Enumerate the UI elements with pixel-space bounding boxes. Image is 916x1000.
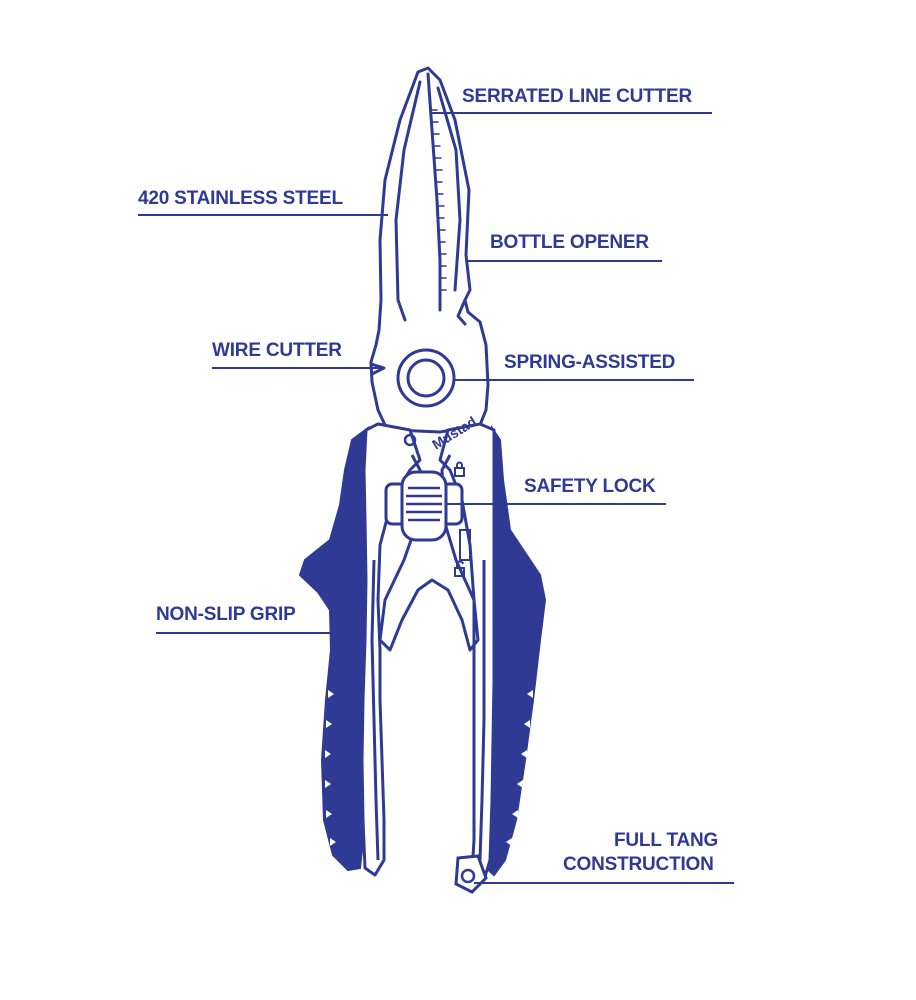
leader-wire-cutter xyxy=(212,367,380,369)
blade-inner-right xyxy=(436,86,462,292)
lock-open-icon xyxy=(454,560,465,577)
serration-teeth xyxy=(430,109,447,291)
frame-screw xyxy=(403,433,417,447)
bottle-opener-hook xyxy=(456,298,467,326)
leader-safety-lock xyxy=(446,503,666,505)
leader-stainless-steel xyxy=(138,214,388,216)
leader-bottle-opener xyxy=(466,260,662,262)
lock-closed-icon xyxy=(454,461,465,477)
safety-lock-slider xyxy=(384,470,471,561)
left-grip xyxy=(298,426,373,872)
leader-full-tang xyxy=(474,882,734,884)
callout-bottle-opener: BOTTLE OPENER xyxy=(490,232,649,253)
callout-non-slip-grip: NON-SLIP GRIP xyxy=(156,604,296,625)
callout-stainless-steel: 420 STAINLESS STEEL xyxy=(138,188,343,209)
center-spring-frame xyxy=(378,454,480,652)
leader-non-slip-grip xyxy=(156,632,336,634)
callout-safety-lock: SAFETY LOCK xyxy=(524,476,656,497)
wire-cutter-notch xyxy=(369,362,386,376)
right-handle-inner-line xyxy=(478,560,486,861)
callout-full-tang-line1: FULL TANG xyxy=(614,830,719,851)
lanyard-ring xyxy=(454,854,488,894)
leader-spring-assisted xyxy=(454,379,694,381)
pivot-assembly xyxy=(396,348,456,408)
callout-spring-assisted: SPRING-ASSISTED xyxy=(504,352,676,373)
leader-serrated-line-cutter xyxy=(432,112,712,114)
callout-wire-cutter: WIRE CUTTER xyxy=(212,340,342,361)
callout-serrated-line-cutter: SERRATED LINE CUTTER xyxy=(462,86,692,107)
callout-full-tang-line2: CONSTRUCTION xyxy=(563,854,714,875)
right-handle-frame xyxy=(438,422,496,882)
left-handle-inner-line xyxy=(370,559,380,861)
blade-outline xyxy=(369,66,490,434)
blade-inner-left xyxy=(394,80,422,322)
blade-center-line xyxy=(426,72,442,312)
